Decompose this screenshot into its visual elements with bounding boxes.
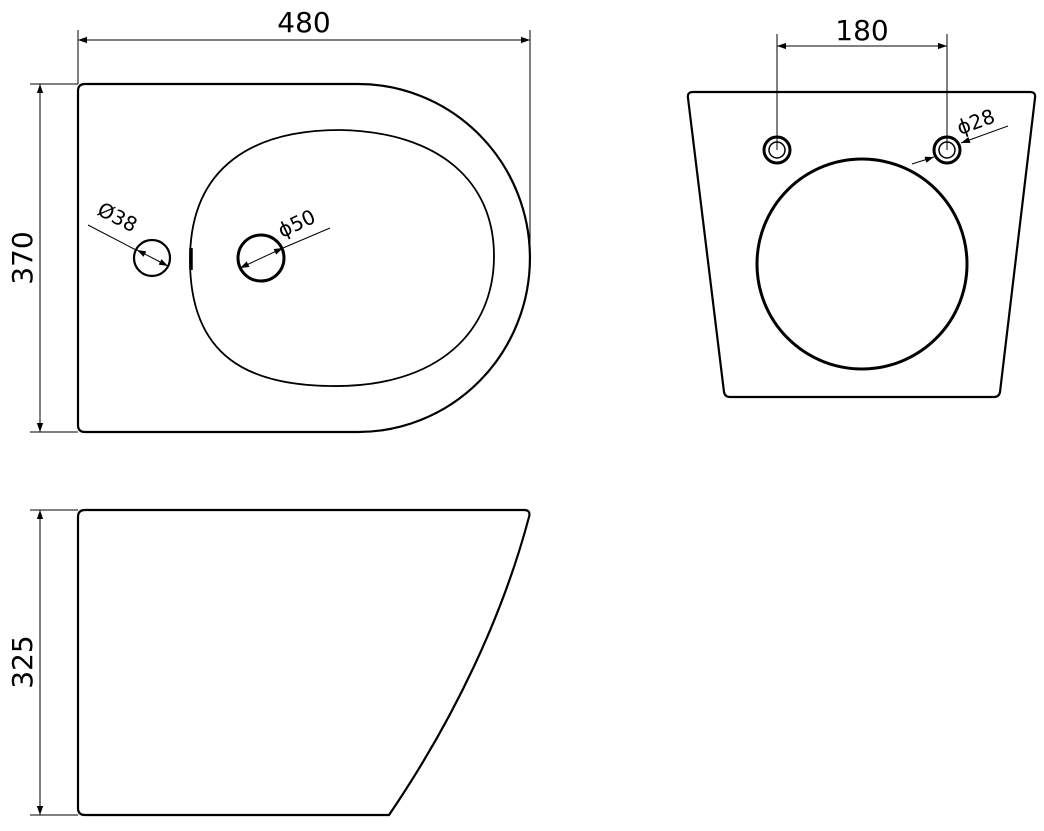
side-outline bbox=[76, 508, 531, 817]
width-dim-label: 480 bbox=[277, 6, 330, 39]
depth-dim-label: 370 bbox=[6, 231, 39, 284]
outlet-circle bbox=[755, 157, 969, 371]
height-dim-label: 325 bbox=[6, 635, 39, 688]
fixing-hole-dim-arrow bbox=[911, 156, 935, 165]
drain-dim-label: ϕ50 bbox=[274, 204, 319, 242]
rear-view: 180 ϕ28 bbox=[686, 14, 1037, 399]
tap-hole bbox=[132, 238, 172, 278]
drain-dim-line bbox=[239, 247, 284, 269]
fixing-hole-leader bbox=[960, 125, 1009, 144]
rear-outline bbox=[686, 90, 1037, 399]
tap-hole-leader bbox=[87, 224, 137, 251]
top-view: Ø38 ϕ50 480 370 bbox=[6, 6, 532, 434]
fixing-hole-dim-label: ϕ28 bbox=[954, 104, 999, 140]
tap-hole-dim-line bbox=[136, 249, 169, 267]
bidet-outline-top bbox=[76, 82, 532, 434]
side-view: 325 bbox=[6, 508, 531, 817]
bowl-outline bbox=[189, 129, 495, 387]
spacing-dim-label: 180 bbox=[835, 14, 888, 47]
drain-hole bbox=[236, 233, 286, 283]
drain-leader bbox=[282, 227, 331, 249]
